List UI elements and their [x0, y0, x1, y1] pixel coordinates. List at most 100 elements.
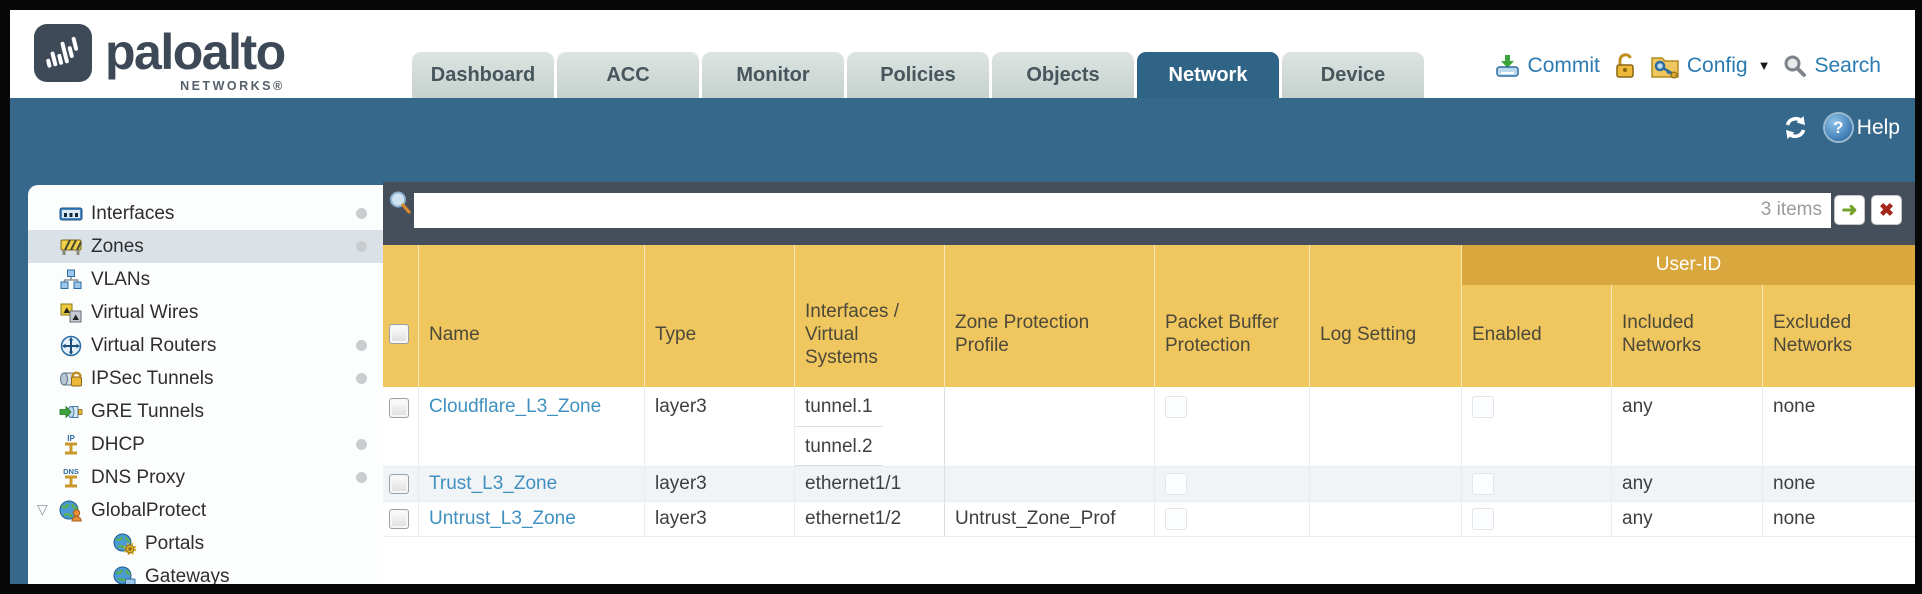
sidebar-item-portals[interactable]: Portals [28, 527, 383, 560]
interfaces-icon [58, 202, 83, 225]
table-header: Name Type Interfaces / Virtual Systems Z… [383, 245, 1915, 387]
zone-name-link[interactable]: Trust_L3_Zone [429, 473, 558, 494]
sidebar-item-zones[interactable]: Zones [28, 230, 383, 263]
column-header-zone-protection[interactable]: Zone Protection Profile [945, 245, 1155, 387]
clear-filter-button[interactable]: ✖ [1871, 195, 1902, 225]
sidebar-item-label: VLANs [91, 268, 151, 290]
column-header-log-setting[interactable]: Log Setting [1310, 245, 1462, 387]
brand-text: paloalto NETWORKS® [105, 24, 286, 93]
help-button[interactable]: ? Help [1824, 114, 1900, 141]
sidebar-item-label: Virtual Routers [91, 334, 217, 356]
refresh-icon[interactable] [1782, 114, 1809, 141]
zone-name-link[interactable]: Untrust_L3_Zone [429, 508, 576, 529]
sidebar-item-gateways[interactable]: Gateways [28, 560, 383, 584]
user-id-group-header: User-ID [1462, 245, 1915, 285]
row-checkbox[interactable] [389, 509, 409, 529]
sidebar-item-label: Portals [145, 532, 205, 554]
tab-device[interactable]: Device [1282, 52, 1424, 98]
sidebar-item-label: Gateways [145, 565, 230, 585]
sidebar-item-dns-proxy[interactable]: DNS DNS Proxy [28, 461, 383, 494]
row-checkbox[interactable] [389, 398, 409, 418]
table-cell-excluded-networks: none [1773, 396, 1816, 417]
enabled-checkbox [1472, 508, 1494, 530]
band-actions: ? Help [1782, 114, 1900, 141]
sidebar-item-label: Virtual Wires [91, 301, 199, 323]
table-cell-log-setting [1310, 387, 1462, 466]
header-cell-select [383, 245, 419, 387]
sidebar-item-virtual-wires[interactable]: Virtual Wires [28, 296, 383, 329]
packet-buffer-checkbox [1165, 396, 1187, 418]
column-header-enabled[interactable]: Enabled [1462, 245, 1612, 387]
column-header-excluded-networks[interactable]: Excluded Networks [1773, 312, 1853, 356]
tab-policies[interactable]: Policies [847, 52, 989, 98]
dns-proxy-icon: DNS [58, 466, 83, 489]
sidebar-item-interfaces[interactable]: Interfaces [28, 197, 383, 230]
table-cell-interfaces: ethernet1/2 [795, 502, 945, 536]
column-header-included-networks[interactable]: Included Networks [1612, 245, 1763, 387]
table-cell-packet-buffer [1155, 387, 1310, 466]
zone-name-link[interactable]: Cloudflare_L3_Zone [429, 396, 602, 417]
table-cell-packet-buffer [1155, 467, 1310, 501]
row-checkbox[interactable] [389, 474, 409, 494]
gre-tunnels-icon [58, 400, 83, 423]
table-cell-log-setting [1310, 467, 1462, 501]
table-cell-type: layer3 [645, 467, 795, 501]
table-cell-name: Trust_L3_Zone [419, 467, 645, 501]
apply-filter-button[interactable]: ➜ [1834, 195, 1865, 225]
table-cell-enabled [1462, 387, 1612, 466]
table-cell-select [383, 467, 419, 501]
virtual-routers-icon [58, 334, 83, 357]
sidebar-item-dhcp[interactable]: IP DHCP [28, 428, 383, 461]
sidebar-item-globalprotect[interactable]: ▽ GlobalProtect [28, 494, 383, 527]
table-cell-zone-protection [945, 387, 1155, 466]
sidebar-item-label: GRE Tunnels [91, 400, 204, 422]
status-dot [356, 241, 367, 252]
table-cell-enabled [1462, 467, 1612, 501]
tab-objects[interactable]: Objects [992, 52, 1134, 98]
column-header-packet-buffer[interactable]: Packet Buffer Protection [1155, 245, 1310, 387]
column-header-interfaces[interactable]: Interfaces / Virtual Systems [795, 245, 945, 387]
commit-button[interactable]: Commit [1494, 53, 1600, 79]
tab-monitor[interactable]: Monitor [702, 52, 844, 98]
paloalto-logo-icon [34, 24, 92, 82]
tab-acc[interactable]: ACC [557, 52, 699, 98]
table-cell-included-networks: any [1612, 502, 1763, 536]
sidebar-item-vlans[interactable]: VLANs [28, 263, 383, 296]
select-all-checkbox[interactable] [389, 324, 409, 344]
sidebar-item-label: DHCP [91, 433, 145, 455]
column-header-name[interactable]: Name [419, 245, 645, 387]
sidebar-item-ipsec-tunnels[interactable]: IPSec Tunnels [28, 362, 383, 395]
table-cell-zone-protection [945, 467, 1155, 501]
browser-viewport: paloalto NETWORKS® Dashboard ACC Monitor… [10, 10, 1915, 584]
config-menu[interactable]: Config ▼ [1650, 52, 1771, 79]
brand-tagline: NETWORKS® [180, 79, 285, 93]
filter-input-wrap: 3 items [414, 193, 1831, 228]
sidebar-item-gre-tunnels[interactable]: GRE Tunnels [28, 395, 383, 428]
status-dot [356, 472, 367, 483]
filter-search-icon [388, 190, 413, 221]
tab-network[interactable]: Network [1137, 52, 1279, 98]
svg-text:DNS: DNS [63, 467, 79, 476]
table-cell-included-networks: any [1612, 467, 1763, 501]
table-cell-select [383, 387, 419, 466]
table-row[interactable]: Untrust_L3_Zone layer3 ethernet1/2 Untru… [383, 502, 1915, 537]
tab-dashboard[interactable]: Dashboard [412, 52, 554, 98]
search-input[interactable] [414, 193, 1831, 228]
status-dot [356, 208, 367, 219]
dhcp-icon: IP [58, 433, 83, 456]
table-cell-enabled [1462, 502, 1612, 536]
commit-icon [1494, 53, 1521, 79]
help-icon: ? [1824, 114, 1852, 141]
table-cell-type: layer3 [645, 387, 795, 466]
virtual-wires-icon [58, 301, 83, 324]
chevron-down-icon: ▼ [1757, 58, 1771, 73]
lock-icon[interactable] [1613, 52, 1637, 79]
vlans-icon [58, 268, 83, 291]
config-icon [1650, 52, 1680, 79]
search-button[interactable]: Search [1783, 54, 1881, 78]
sidebar-item-virtual-routers[interactable]: Virtual Routers [28, 329, 383, 362]
table-row[interactable]: Trust_L3_Zone layer3 ethernet1/1 any non… [383, 467, 1915, 502]
expander-icon[interactable]: ▽ [37, 501, 48, 517]
table-row[interactable]: Cloudflare_L3_Zone layer3 tunnel.1 tunne… [383, 387, 1915, 467]
column-header-type[interactable]: Type [645, 245, 795, 387]
